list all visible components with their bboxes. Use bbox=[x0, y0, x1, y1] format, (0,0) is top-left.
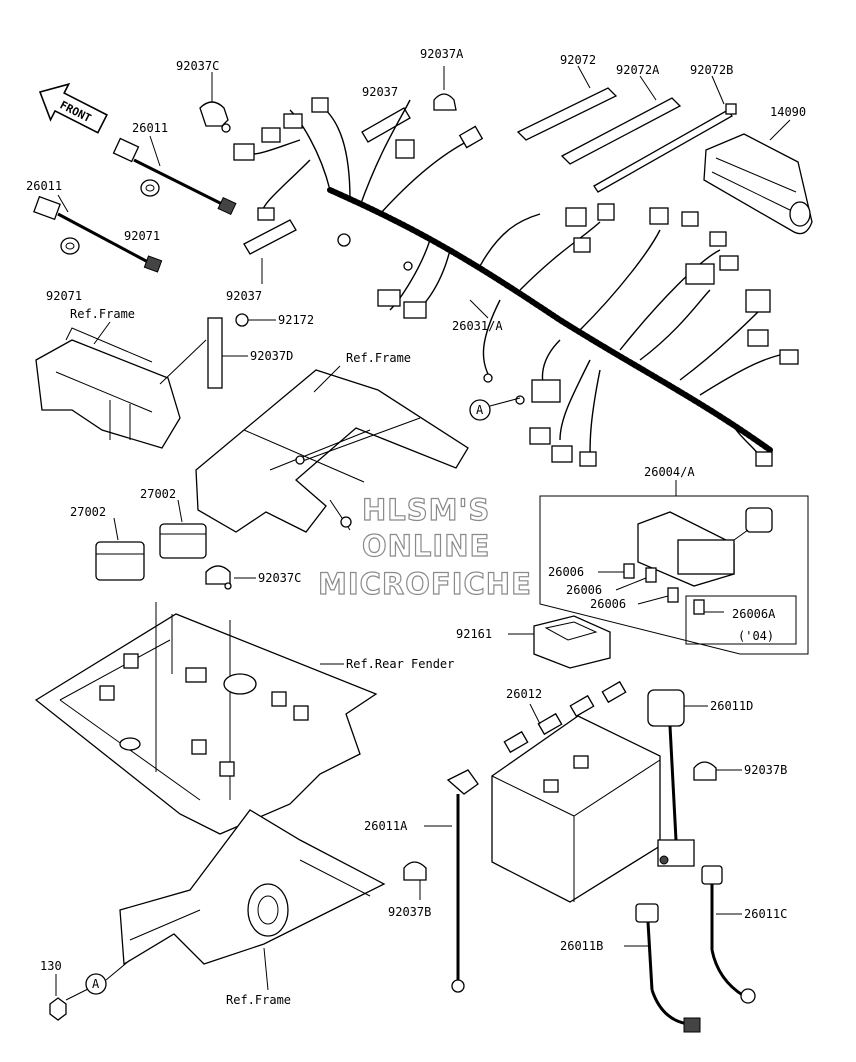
part-label-92037-lower: 92037 bbox=[226, 289, 262, 303]
part-label-26031a: 26031/A bbox=[452, 319, 503, 333]
part-label-26006-3: 26006 bbox=[590, 597, 626, 611]
part-label-92072: 92072 bbox=[560, 53, 596, 67]
part-label-92037a: 92037A bbox=[420, 47, 464, 61]
cable-26011c bbox=[701, 865, 756, 1004]
cable-26011a bbox=[424, 769, 479, 993]
clamp-92037b-left bbox=[403, 861, 427, 900]
part-label-92037b-left: 92037B bbox=[388, 905, 431, 919]
ref-label-frame-1: Ref.Frame bbox=[70, 307, 135, 321]
part-label-92037c-lower: 92037C bbox=[258, 571, 301, 585]
frame-bottom bbox=[119, 809, 386, 991]
part-label-26006a-note: ('04) bbox=[738, 629, 774, 643]
part-label-92161: 92161 bbox=[456, 627, 492, 641]
part-label-92037-top: 92037 bbox=[362, 85, 398, 99]
clamp-92037c-top bbox=[199, 72, 231, 133]
part-label-92037c-top: 92037C bbox=[176, 59, 219, 73]
part-label-26011-lower: 26011 bbox=[26, 179, 62, 193]
marker-a-upper: A bbox=[469, 397, 521, 421]
part-label-26006-1: 26006 bbox=[548, 565, 584, 579]
part-label-26006-2: 26006 bbox=[566, 583, 602, 597]
part-label-27002-left: 27002 bbox=[70, 505, 106, 519]
clamp-92037b-right bbox=[693, 761, 742, 781]
watermark-line-2: ONLINE bbox=[362, 529, 490, 563]
frame-left-bracket bbox=[35, 321, 207, 449]
lead-26011-lower bbox=[33, 194, 163, 273]
watermark-line-3: MICROFICHE bbox=[318, 567, 532, 601]
part-label-92071-lower: 92071 bbox=[46, 289, 82, 303]
main-harness-26031a bbox=[233, 97, 799, 467]
band-92037d bbox=[207, 317, 248, 389]
part-label-26011d: 26011D bbox=[710, 699, 753, 713]
part-label-92071-upper: 92071 bbox=[124, 229, 160, 243]
watermark-line-1: HLSM'S bbox=[362, 493, 490, 527]
rear-fender-tray bbox=[34, 602, 378, 835]
part-label-130: 130 bbox=[40, 959, 62, 973]
part-label-26012: 26012 bbox=[506, 687, 542, 701]
part-label-26006a: 26006A bbox=[732, 607, 776, 621]
part-label-26011c: 26011C bbox=[744, 907, 787, 921]
part-label-92037b-right: 92037B bbox=[744, 763, 787, 777]
frame-center bbox=[195, 365, 469, 533]
band-92037-upper bbox=[361, 107, 411, 143]
tie-92072b bbox=[593, 75, 737, 193]
marker-a-lower: A bbox=[85, 959, 131, 995]
part-label-92072b: 92072B bbox=[690, 63, 733, 77]
part-label-26011-upper: 26011 bbox=[132, 121, 168, 135]
ref-label-rear-fender: Ref.Rear Fender bbox=[346, 657, 454, 671]
front-arrow-icon: FRONT bbox=[38, 82, 108, 134]
marker-a-upper-label: A bbox=[476, 403, 484, 417]
band-92037-lower bbox=[243, 219, 297, 284]
cable-26011b bbox=[624, 903, 701, 1033]
battery-26012 bbox=[491, 680, 661, 903]
tie-92072a bbox=[560, 75, 682, 165]
part-label-92072a: 92072A bbox=[616, 63, 660, 77]
fuse-box-26004a bbox=[539, 480, 809, 655]
relay-27002-right bbox=[159, 499, 207, 559]
part-label-14090: 14090 bbox=[770, 105, 806, 119]
relay-27002-left bbox=[95, 517, 145, 581]
ref-label-frame-3: Ref.Frame bbox=[226, 993, 291, 1007]
cable-26011d bbox=[647, 689, 708, 867]
bolt-130 bbox=[49, 974, 91, 1021]
part-label-26011a: 26011A bbox=[364, 819, 408, 833]
part-label-27002-right: 27002 bbox=[140, 487, 176, 501]
cover-92161 bbox=[508, 615, 611, 669]
clamp-92037a bbox=[433, 66, 457, 111]
marker-a-lower-label: A bbox=[92, 977, 100, 991]
part-label-92172: 92172 bbox=[278, 313, 314, 327]
grommet-92071-upper bbox=[140, 179, 160, 197]
part-label-26011b: 26011B bbox=[560, 939, 603, 953]
cover-14090 bbox=[703, 119, 813, 235]
lead-26011-upper bbox=[112, 135, 237, 216]
clamp-92037c-lower bbox=[205, 565, 256, 590]
grommet-92071-lower bbox=[60, 237, 80, 255]
tie-92072 bbox=[516, 65, 618, 141]
ref-label-frame-2: Ref.Frame bbox=[346, 351, 411, 365]
bolt-92172 bbox=[235, 313, 276, 327]
part-label-92037d: 92037D bbox=[250, 349, 293, 363]
part-label-26004a: 26004/A bbox=[644, 465, 695, 479]
